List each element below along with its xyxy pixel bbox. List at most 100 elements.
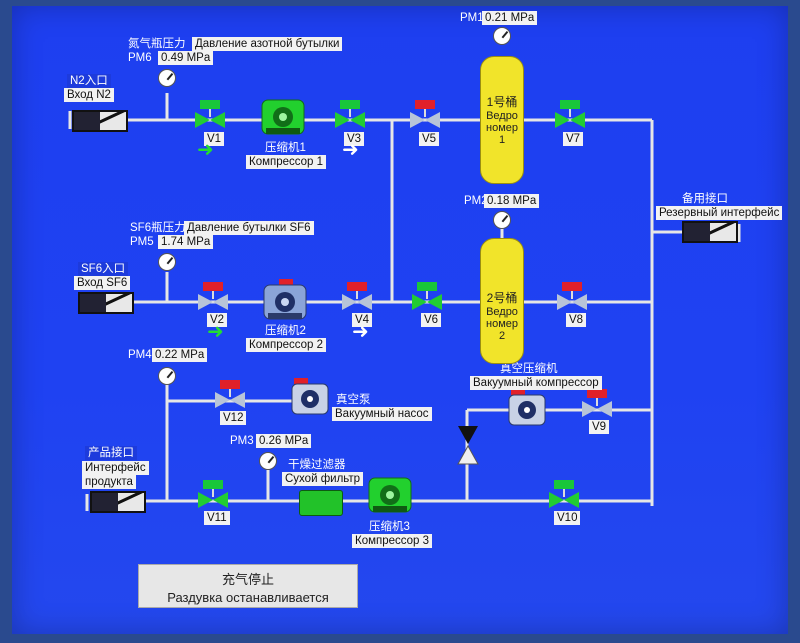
valve-v2[interactable] [198, 282, 228, 318]
valve-v10[interactable] [549, 480, 579, 516]
pm2-value: 0.18 MPa [484, 194, 540, 208]
valve-v12[interactable] [215, 380, 245, 416]
compressor-3-title-ru: Компрессор 3 [352, 534, 433, 548]
valve-v8-actuator-icon [562, 282, 582, 291]
check-valve-icon [457, 426, 479, 465]
valve-v3-label: V3 [344, 132, 365, 146]
tank-2-title-zh: 2号桶 [486, 291, 518, 305]
flow-arrow-icon: ➜ [352, 321, 369, 343]
pm4-name: PM4 [128, 349, 152, 361]
valve-v12-label: V12 [220, 411, 247, 425]
tank-1[interactable]: 1号桶 Ведро номер 1 [480, 56, 524, 184]
hmi-screen: N2入口 Вход N2 SF6入口 Вход SF6 产品接口 Интерфе… [12, 6, 788, 634]
status-text-ru: Раздувка останавливается [167, 590, 329, 605]
reserve-interface-connector[interactable] [682, 221, 738, 243]
pm4-value: 0.22 MPa [152, 348, 208, 362]
tank-2-title-ru2: номер [486, 318, 518, 330]
valve-v9[interactable] [582, 389, 612, 425]
pm2-gauge-icon[interactable] [493, 211, 511, 229]
dry-filter-icon[interactable] [299, 490, 343, 516]
dry-filter-title-zh: 干燥过滤器 [288, 459, 346, 471]
pm3-value: 0.26 MPa [256, 434, 312, 448]
tank-1-title-ru1: Ведро [486, 110, 518, 122]
product-interface-title-ru2: продукта [82, 475, 136, 489]
pm1-gauge-icon[interactable] [493, 27, 511, 45]
valve-v4-label: V4 [352, 313, 373, 327]
compressor-3-icon[interactable] [367, 472, 413, 518]
valve-v9-label: V9 [589, 420, 610, 434]
valve-v10-actuator-icon [554, 480, 574, 489]
flow-arrow-icon: ➜ [197, 139, 214, 161]
pm6-title-zh: 氮气瓶压力 [128, 38, 186, 50]
valve-v1[interactable] [195, 100, 225, 136]
valve-v4[interactable] [342, 282, 372, 318]
product-interface-title-zh: 产品接口 [85, 446, 137, 460]
valve-v5-label: V5 [419, 132, 440, 146]
product-interface-title-ru1: Интерфейс [82, 461, 149, 475]
product-interface-connector[interactable] [90, 491, 146, 513]
valve-v2-label: V2 [207, 313, 228, 327]
valve-v6-actuator-icon [417, 282, 437, 291]
pm6-gauge-icon[interactable] [158, 69, 176, 87]
sf6-inlet-title-ru: Вход SF6 [74, 276, 131, 290]
sf6-inlet-title-zh: SF6入口 [78, 262, 129, 277]
pm1-value: 0.21 MPa [482, 11, 538, 25]
pm5-gauge-icon[interactable] [158, 253, 176, 271]
compressor-2-title-zh: 压缩机2 [265, 325, 306, 337]
reserve-interface-title-ru: Резервный интерфейс [656, 206, 783, 220]
pm3-gauge-icon[interactable] [259, 452, 277, 470]
valve-v3-actuator-icon [340, 100, 360, 109]
tank-1-title-ru2: номер [486, 122, 518, 134]
pm5-value: 1.74 MPa [158, 235, 214, 249]
valve-v7-label: V7 [563, 132, 584, 146]
tank-2-title-ru1: Ведро [486, 306, 518, 318]
status-text-zh: 充气停止 [221, 572, 274, 587]
tank-2[interactable]: 2号桶 Ведро номер 2 [480, 238, 524, 364]
n2-inlet-connector[interactable] [72, 110, 128, 132]
valve-v2-actuator-icon [203, 282, 223, 291]
pm3-name: PM3 [230, 435, 254, 447]
pm4-gauge-icon[interactable] [158, 367, 176, 385]
valve-v7[interactable] [555, 100, 585, 136]
valve-v12-actuator-icon [220, 380, 240, 389]
valve-v11[interactable] [198, 480, 228, 516]
pm6-title-ru: Давление азотной бутылки [192, 37, 343, 51]
pm5-title-zh: SF6瓶压力 [130, 222, 186, 234]
n2-inlet-title-ru: Вход N2 [64, 88, 114, 102]
dry-filter-title-ru: Сухой фильтр [282, 472, 364, 486]
valve-v3[interactable] [335, 100, 365, 136]
pm6-name: PM6 [128, 52, 152, 64]
vacuum-pump-icon[interactable] [290, 378, 330, 418]
flow-arrow-icon: ➜ [342, 139, 359, 161]
valve-v4-actuator-icon [347, 282, 367, 291]
n2-inlet-title-zh: N2入口 [67, 74, 111, 89]
pm2-name: PM2 [464, 195, 488, 207]
vacuum-compressor-title-ru: Вакуумный компрессор [470, 376, 602, 390]
pm5-title-ru: Давление бутылки SF6 [184, 221, 314, 235]
compressor-1-title-ru: Компрессор 1 [246, 155, 327, 169]
valve-v5-actuator-icon [415, 100, 435, 109]
valve-v11-label: V11 [204, 511, 230, 525]
valve-v9-actuator-icon [587, 389, 607, 398]
compressor-2-icon[interactable] [262, 279, 308, 325]
compressor-1-icon[interactable] [260, 94, 306, 140]
pm5-name: PM5 [130, 236, 154, 248]
pm1-name: PM1 [460, 12, 484, 24]
valve-v1-label: V1 [204, 132, 225, 146]
flow-arrow-icon: ➜ [207, 321, 224, 343]
tank-1-title-zh: 1号桶 [486, 95, 518, 109]
valve-v5[interactable] [410, 100, 440, 136]
valve-v10-label: V10 [554, 511, 581, 525]
vacuum-compressor-icon[interactable] [507, 389, 547, 429]
status-panel[interactable]: 充气停止 Раздувка останавливается [138, 564, 358, 608]
vacuum-compressor-title-zh: 真空压缩机 [500, 363, 558, 375]
vacuum-pump-title-ru: Вакуумный насос [332, 407, 432, 421]
compressor-1-title-zh: 压缩机1 [265, 142, 306, 154]
sf6-inlet-connector[interactable] [78, 292, 134, 314]
reserve-interface-title-zh: 备用接口 [682, 193, 728, 205]
valve-v6[interactable] [412, 282, 442, 318]
valve-v1-actuator-icon [200, 100, 220, 109]
valve-v11-actuator-icon [203, 480, 223, 489]
valve-v8-label: V8 [566, 313, 587, 327]
valve-v8[interactable] [557, 282, 587, 318]
